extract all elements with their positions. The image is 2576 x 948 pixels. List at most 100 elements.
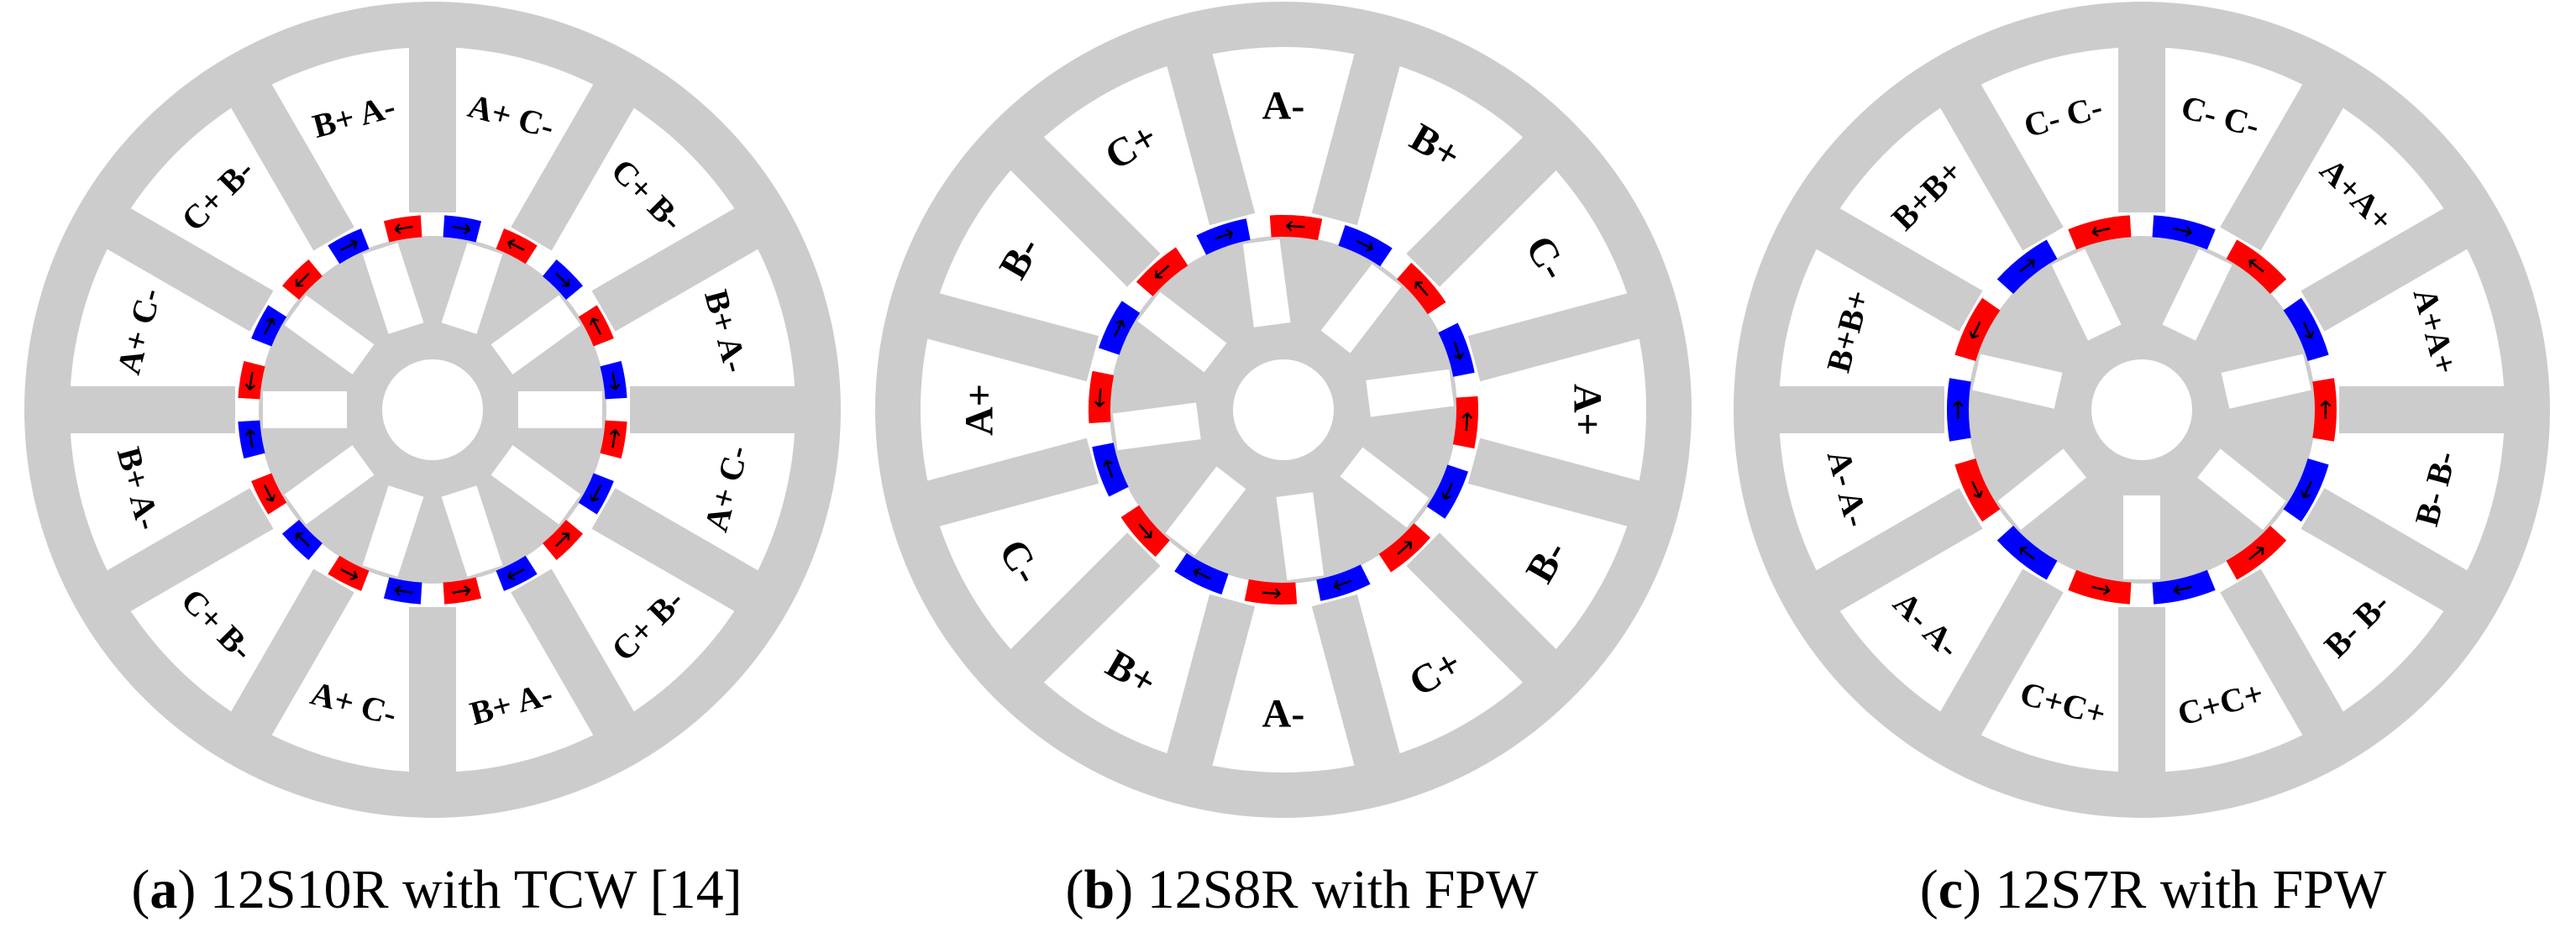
stator-tooth [1777,386,1944,433]
rotor-slot [284,295,375,374]
rotor-slot [1997,448,2086,531]
permanent-magnet [496,228,538,264]
permanent-magnet [600,360,627,400]
stator-tooth [2220,568,2345,737]
rotor-slot [441,243,503,334]
permanent-magnet [1954,297,2001,361]
rotor-slot [1165,466,1246,556]
machine-a-cross-section: →←→←→←→←→←→←→←→←→←→←A+ C-C+ B-B+ A-A+ C-… [24,2,841,818]
permanent-magnet [1947,378,1971,442]
permanent-magnet [1098,301,1141,355]
caption-b-letter: b [1083,859,1115,920]
magnet-arrow: → [449,212,474,244]
rotor-slot [518,391,602,428]
stator-tooth [630,386,797,433]
stator-tooth [105,488,274,613]
magnet-arrow: ← [234,369,267,394]
permanent-magnet [1954,458,2001,522]
stator-tooth [591,207,760,332]
permanent-magnet [383,577,422,605]
stator-tooth [2118,607,2165,774]
machine-b-cross-section: →←→←→←→←→←→←→←→←B+C-A+B-C+A-B+C-A+B-C+A- [875,2,1692,818]
stator-tooth [1311,594,1401,768]
permanent-magnet [543,520,584,561]
rotor-slot [2162,249,2232,341]
stator-tooth [2301,207,2469,332]
rotor-slot [491,295,581,374]
stator-tooth [1009,135,1161,287]
stator-tooth [1009,532,1161,684]
slot-coil-label: A- [1262,692,1305,736]
magnet-arrow: → [598,369,631,394]
rotor-slot [1242,238,1291,327]
caption-a: (a) 12S10R with TCW [14] [131,859,742,920]
stator-tooth [925,292,1099,382]
permanent-magnet [1092,443,1129,497]
magnet-arrow: ← [391,212,417,244]
stator-tooth [68,386,235,433]
permanent-magnet [600,420,627,459]
magnet-arrow: ← [1284,211,1307,242]
stator-tooth [1406,135,1558,287]
permanent-magnet [1244,579,1298,605]
rotor-slot [1320,264,1402,354]
rotor-slot [284,445,375,525]
permanent-magnet [2226,526,2287,580]
permanent-magnet [1996,526,2058,580]
rotor-slot [362,243,424,334]
stator-tooth [409,607,456,774]
rotor-slot [491,445,581,525]
stator-tooth [925,437,1099,527]
rotor-slot [1366,369,1455,417]
permanent-magnet [328,228,370,264]
stator-tooth [409,45,456,212]
slot-coil-label: A+ [1566,384,1610,436]
magnet-arrow: ← [1451,411,1482,433]
stator-tooth [1467,292,1642,382]
permanent-magnet [1397,262,1446,315]
shaft-hole [382,359,483,460]
stator-tooth [1939,568,2064,737]
magnet-arrow: ← [1260,578,1283,609]
stator-tooth [2339,386,2506,433]
permanent-magnet [1174,553,1229,595]
stator-tooth [2220,82,2345,251]
permanent-magnet [1996,239,2058,294]
permanent-magnet [251,305,287,347]
rotor-slot [1972,354,2063,409]
permanent-magnet [2068,569,2132,605]
stator-tooth [2301,488,2469,613]
permanent-magnet [496,555,538,591]
permanent-magnet [383,215,422,243]
permanent-magnet [1338,224,1393,267]
stator-tooth [2118,45,2165,212]
stator-tooth [1166,51,1256,226]
rotor-slot [362,485,424,577]
stator-tooth [1814,207,1983,332]
caption-c: (c) 12S7R with FPW [1919,859,2387,920]
rotor-slot [1340,447,1430,528]
permanent-magnet [1452,395,1478,449]
stator-tooth [1467,437,1642,527]
magnet-arrow: ← [598,426,631,451]
permanent-magnet [2283,297,2329,361]
permanent-magnet [2283,458,2329,522]
caption-c-text: 12S7R with FPW [1981,859,2387,920]
slot-coil-label: A+ [957,384,1002,436]
permanent-magnet [2226,239,2287,294]
permanent-magnet [328,555,370,591]
magnet-arrow: → [1944,399,1973,420]
permanent-magnet [1089,370,1115,424]
stator-tooth [105,207,274,332]
stator-tooth [1939,82,2064,251]
permanent-magnet [1196,218,1251,255]
permanent-magnet [238,420,265,459]
magnet-arrow: ← [449,575,474,608]
permanent-magnet [281,520,323,561]
shaft-hole [1233,359,1334,460]
permanent-magnet [281,259,323,300]
permanent-magnet [1316,564,1371,601]
permanent-magnet [1269,215,1323,241]
slot-coil-label: A- [1262,84,1305,128]
